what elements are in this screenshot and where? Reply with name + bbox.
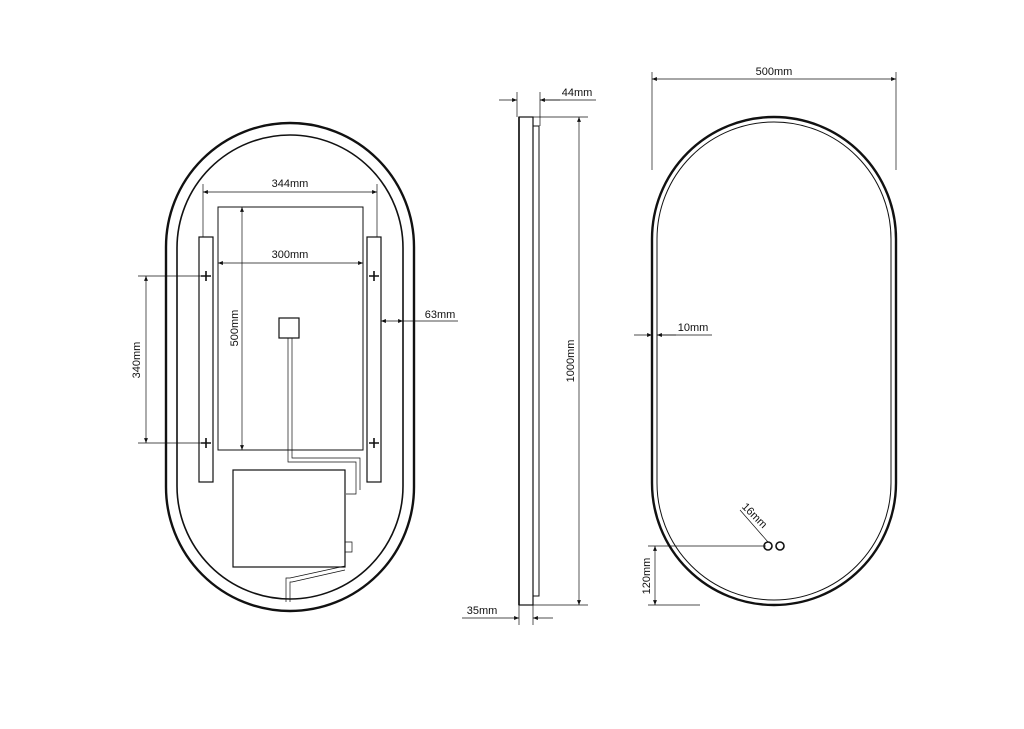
touch-button-icon[interactable]	[775, 541, 785, 551]
back-outer-frame	[164, 121, 416, 613]
screw-hole-icon	[201, 271, 379, 448]
dim-300-label: 300mm	[272, 249, 309, 261]
dim-120-label: 120mm	[641, 558, 653, 595]
dim-500-width-label: 500mm	[756, 66, 793, 78]
right-mounting-rail	[366, 236, 382, 483]
dim-1000-label: 1000mm	[565, 340, 577, 383]
dim-500-label: 500mm	[229, 310, 241, 347]
dim-344-label: 344mm	[272, 178, 309, 190]
dim-10-label: 10mm	[678, 322, 709, 334]
back-view: 344mm 300mm 500mm 340mm 63mm	[131, 121, 458, 613]
dim-35-label: 35mm	[467, 605, 498, 617]
wire	[287, 338, 361, 495]
front-view: 500mm 10mm 16mm 120mm	[634, 66, 898, 607]
dim-340-label: 340mm	[131, 342, 143, 379]
dim-44-label: 44mm	[562, 87, 593, 99]
driver-box	[232, 469, 346, 568]
side-mirror-body	[518, 116, 534, 606]
wire-lower	[285, 541, 353, 602]
front-inner-frame	[656, 121, 892, 601]
dim-63-label: 63mm	[425, 309, 456, 321]
side-view: 44mm 1000mm 35mm	[462, 87, 596, 625]
sensor-box	[278, 317, 300, 339]
side-back-bracket	[532, 125, 540, 597]
front-outer-frame	[650, 115, 898, 607]
back-panel	[217, 206, 364, 451]
left-mounting-rail	[198, 236, 214, 483]
